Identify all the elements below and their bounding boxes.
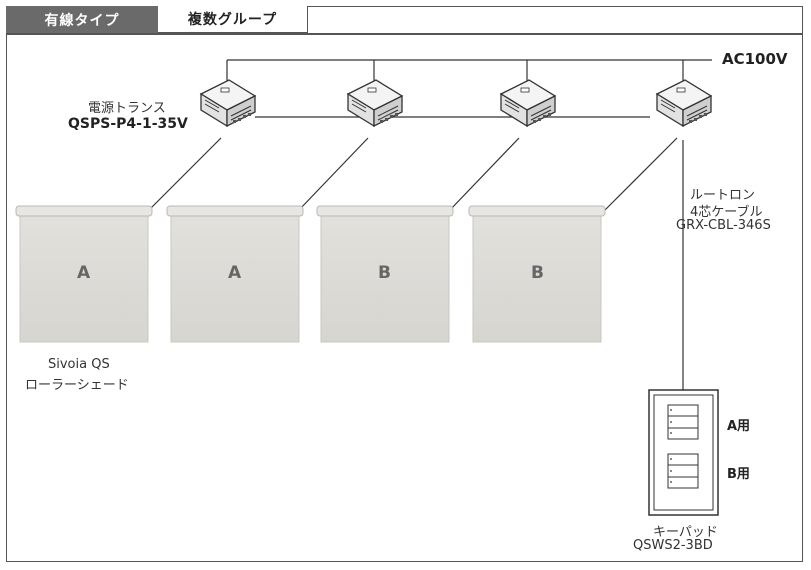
keypad-label: キーパッド xyxy=(653,525,718,540)
power-transformer-1 xyxy=(200,79,256,127)
transformer-model: QSPS-P4-1-35V xyxy=(68,116,188,132)
shade-caption-name: Sivoia QS xyxy=(48,357,110,372)
keypad-b-label: B用 xyxy=(727,467,750,482)
shade-group-label: B xyxy=(531,263,544,283)
power-transformer-2 xyxy=(347,79,403,127)
roller-shade-3 xyxy=(316,205,454,343)
power-supply-label: AC100V xyxy=(722,50,788,68)
tab-multi-group[interactable]: 複数グループ xyxy=(158,6,308,33)
shade-group-label: B xyxy=(378,263,391,283)
roller-shade-4 xyxy=(468,205,606,343)
shade-group-label: A xyxy=(77,263,91,283)
keypad-a-label: A用 xyxy=(727,419,751,434)
keypad-model: QSWS2-3BD xyxy=(633,538,713,553)
tab-wired-type[interactable]: 有線タイプ xyxy=(6,6,158,33)
power-transformer-4 xyxy=(656,79,712,127)
roller-shade-1 xyxy=(15,205,153,343)
keypad-button-group-b xyxy=(667,453,699,489)
shade-group-label: A xyxy=(228,263,242,283)
keypad-device xyxy=(648,389,719,516)
roller-shade-2 xyxy=(166,205,304,343)
cable-type-label: 4芯ケーブル xyxy=(690,205,763,220)
keypad-button-group-a xyxy=(667,404,699,440)
shade-caption-type: ローラーシェード xyxy=(25,378,129,393)
power-transformer-3 xyxy=(500,79,556,127)
transformer-label: 電源トランス xyxy=(88,101,166,116)
cable-maker-label: ルートロン xyxy=(690,188,756,203)
tab-underline xyxy=(6,33,803,35)
cable-model-label: GRX-CBL-346S xyxy=(676,218,771,233)
